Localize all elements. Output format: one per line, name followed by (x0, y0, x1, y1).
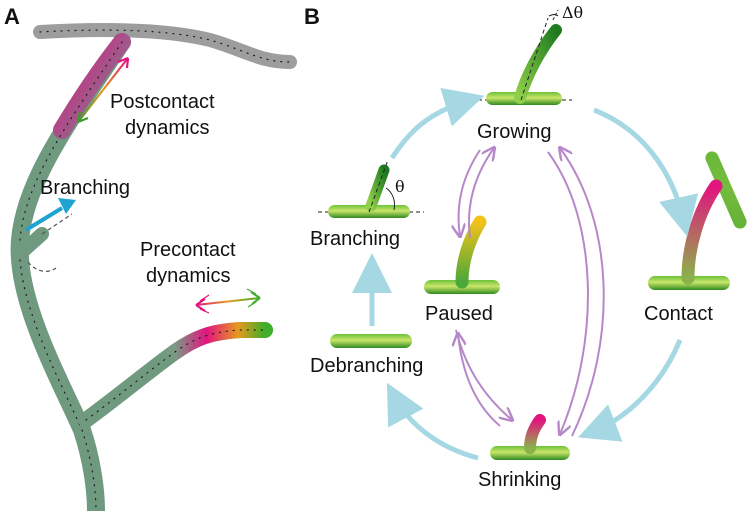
transition-growing-to-paused (459, 149, 481, 236)
state-growing: Growing (477, 121, 551, 143)
top-hypha (33, 23, 297, 69)
debranching-icon (330, 334, 412, 348)
postcontact-label-line1: Postcontact (110, 91, 215, 113)
theta-symbol: θ (395, 177, 405, 196)
delta-theta-symbol: Δθ (562, 3, 583, 22)
panel-a-letter: A (4, 4, 20, 29)
precontact-label-line2: dynamics (146, 265, 230, 287)
branch-stub (15, 227, 49, 259)
growing-icon (478, 9, 572, 105)
panel-b-letter: B (304, 4, 320, 29)
state-paused: Paused (425, 303, 493, 325)
postcontact-tip (53, 33, 131, 139)
paused-icon (424, 215, 500, 294)
transition-shrinking-to-paused (458, 334, 501, 427)
shrinking-icon (490, 414, 570, 460)
transition-growing-to-shrinking (547, 151, 589, 434)
branching-arrow (24, 206, 64, 232)
transition-paused-to-growing (468, 148, 494, 239)
branching-icon (318, 159, 424, 218)
transition-branching-to-growing (389, 88, 485, 160)
state-contact: Contact (644, 303, 713, 325)
panel-b: B Δθ Growing θ Branching Paused (304, 3, 747, 491)
transition-contact-to-shrinking (578, 339, 683, 442)
state-debranching: Debranching (310, 355, 423, 377)
transition-shrinking-to-debranching (386, 382, 479, 461)
transition-paused-to-shrinking (455, 329, 512, 420)
precontact-arrow (195, 297, 261, 306)
state-branching: Branching (310, 228, 400, 250)
branching-label: Branching (40, 177, 130, 199)
precontact-tip (167, 322, 273, 360)
postcontact-label-line2: dynamics (125, 117, 209, 139)
panel-a: A Postcontact dynamics Branchi (4, 4, 297, 511)
transition-shrinking-to-growing (560, 148, 605, 437)
contact-icon (648, 151, 747, 290)
postcontact-arrow (77, 57, 129, 123)
precontact-label-line1: Precontact (140, 239, 236, 261)
state-shrinking: Shrinking (478, 469, 561, 491)
transition-growing-to-contact (593, 107, 699, 237)
